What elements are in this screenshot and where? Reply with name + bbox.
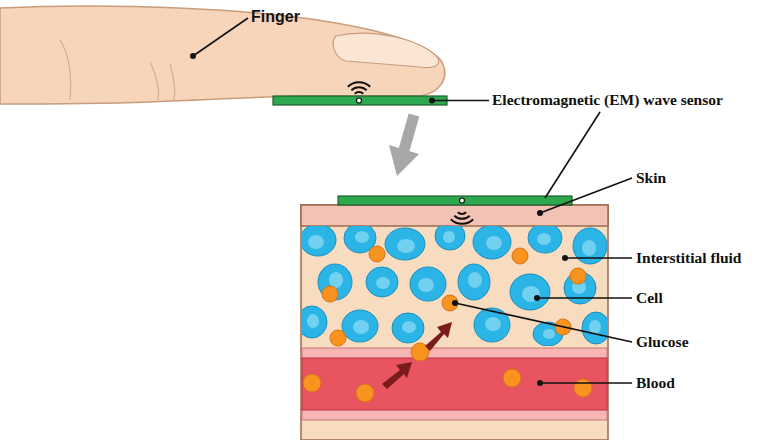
finger-wrinkle bbox=[60, 40, 175, 101]
part-label: Interstitial fluid bbox=[636, 249, 760, 267]
part-label: Glucose bbox=[636, 333, 756, 351]
part-label: Electromagnetic (EM) wave sensor bbox=[492, 91, 757, 109]
cells bbox=[302, 226, 607, 346]
em-waves bbox=[451, 212, 473, 224]
skin-layer bbox=[301, 205, 608, 226]
part-label: Cell bbox=[636, 289, 756, 307]
em-sensor bbox=[338, 196, 572, 205]
gray-arrow-head bbox=[389, 145, 419, 176]
finger-shape bbox=[0, 6, 445, 104]
vessel-wall bbox=[302, 348, 607, 420]
gray-arrow bbox=[404, 115, 414, 150]
em-waves bbox=[348, 82, 370, 94]
tissue-block bbox=[301, 205, 608, 440]
part-label: Blood bbox=[636, 374, 756, 392]
sensor-dot bbox=[460, 198, 465, 203]
finger-nail bbox=[333, 33, 438, 67]
sensor-dot bbox=[357, 98, 362, 103]
blood-stream bbox=[302, 358, 607, 410]
leader-lines bbox=[193, 18, 632, 383]
part-label: Skin bbox=[636, 169, 756, 187]
part-label: Finger bbox=[251, 8, 331, 26]
em-sensor bbox=[273, 96, 447, 105]
transport-arrows bbox=[382, 322, 452, 389]
